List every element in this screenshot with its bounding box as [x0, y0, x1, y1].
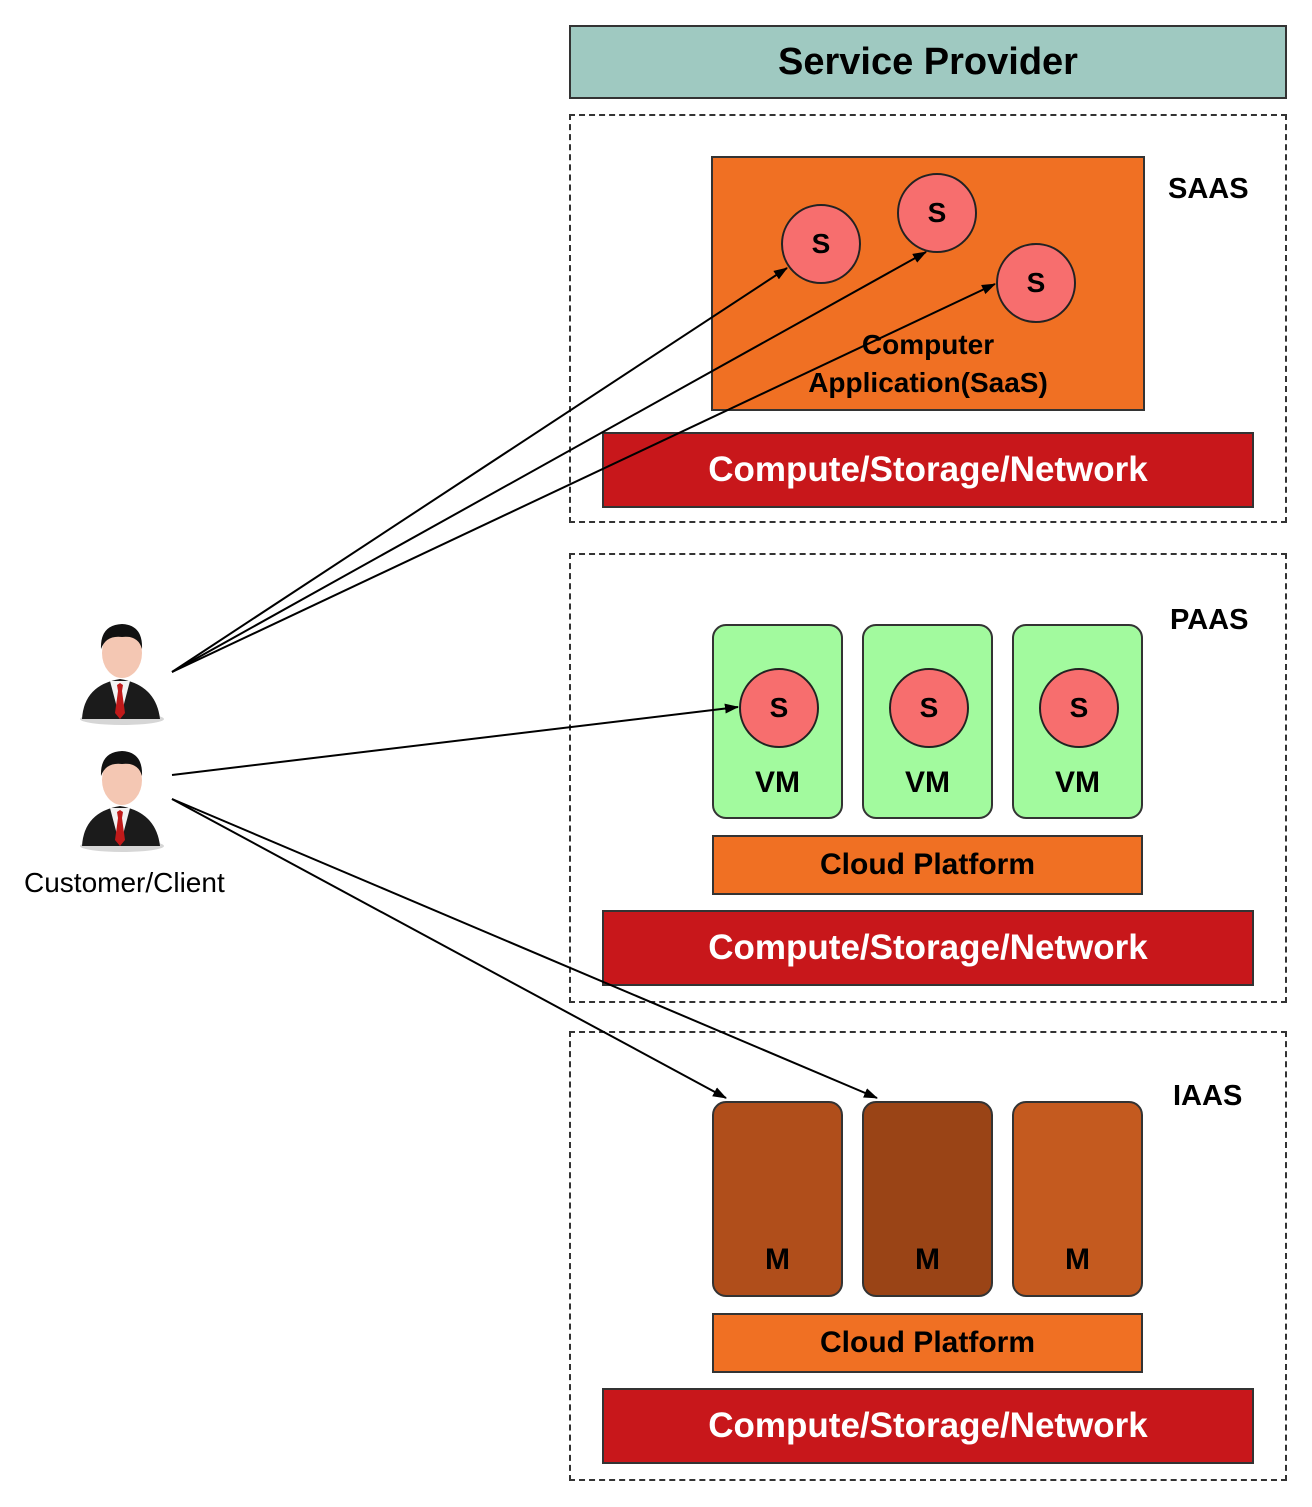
iaas-machine-1-label: M [765, 1243, 790, 1276]
arrow-to-saas-service-2 [171, 251, 927, 673]
arrow-to-iaas-machine-2 [171, 798, 878, 1099]
paas-vm-1: S VM [712, 624, 843, 819]
iaas-machine-1: M [712, 1101, 843, 1297]
customer-user-icon-2 [80, 751, 164, 852]
paas-service-2: S [889, 668, 969, 748]
iaas-compute-storage-network: Compute/Storage/Network [602, 1388, 1254, 1464]
saas-application-label-line2: Application(SaaS) [808, 367, 1048, 398]
customer-user-icon-1 [80, 624, 164, 725]
iaas-tier-label: IAAS [1173, 1080, 1243, 1112]
customer-client-label: Customer/Client [24, 867, 225, 898]
arrow-to-iaas-machine-1 [171, 798, 727, 1099]
iaas-machine-2: M [862, 1101, 993, 1297]
paas-service-1: S [739, 668, 819, 748]
paas-tier [569, 553, 1287, 1003]
saas-application-label: Computer Application(SaaS) [711, 326, 1145, 402]
saas-compute-storage-network: Compute/Storage/Network [602, 432, 1254, 508]
saas-service-2: S [897, 173, 977, 253]
arrow-to-saas-service-1 [171, 267, 788, 673]
iaas-machine-3-label: M [1065, 1243, 1090, 1276]
paas-vm-1-label: VM [755, 766, 800, 799]
saas-application-label-line1: Computer [861, 329, 995, 360]
paas-vm-2-label: VM [905, 766, 950, 799]
paas-vm-3-label: VM [1055, 766, 1100, 799]
service-provider-header: Service Provider [569, 25, 1287, 99]
paas-vm-3: S VM [1012, 624, 1143, 819]
saas-tier [569, 114, 1287, 523]
paas-vm-2: S VM [862, 624, 993, 819]
arrow-to-saas-service-3 [171, 283, 996, 673]
paas-tier-label: PAAS [1170, 604, 1249, 636]
saas-service-1: S [781, 204, 861, 284]
arrow-to-paas-service-1 [171, 703, 739, 776]
paas-compute-storage-network: Compute/Storage/Network [602, 910, 1254, 986]
iaas-machine-2-label: M [915, 1243, 940, 1276]
iaas-cloud-platform: Cloud Platform [712, 1313, 1143, 1373]
paas-cloud-platform: Cloud Platform [712, 835, 1143, 895]
saas-tier-label: SAAS [1168, 173, 1249, 205]
paas-service-3: S [1039, 668, 1119, 748]
iaas-machine-3: M [1012, 1101, 1143, 1297]
saas-service-3: S [996, 243, 1076, 323]
iaas-tier [569, 1031, 1287, 1481]
